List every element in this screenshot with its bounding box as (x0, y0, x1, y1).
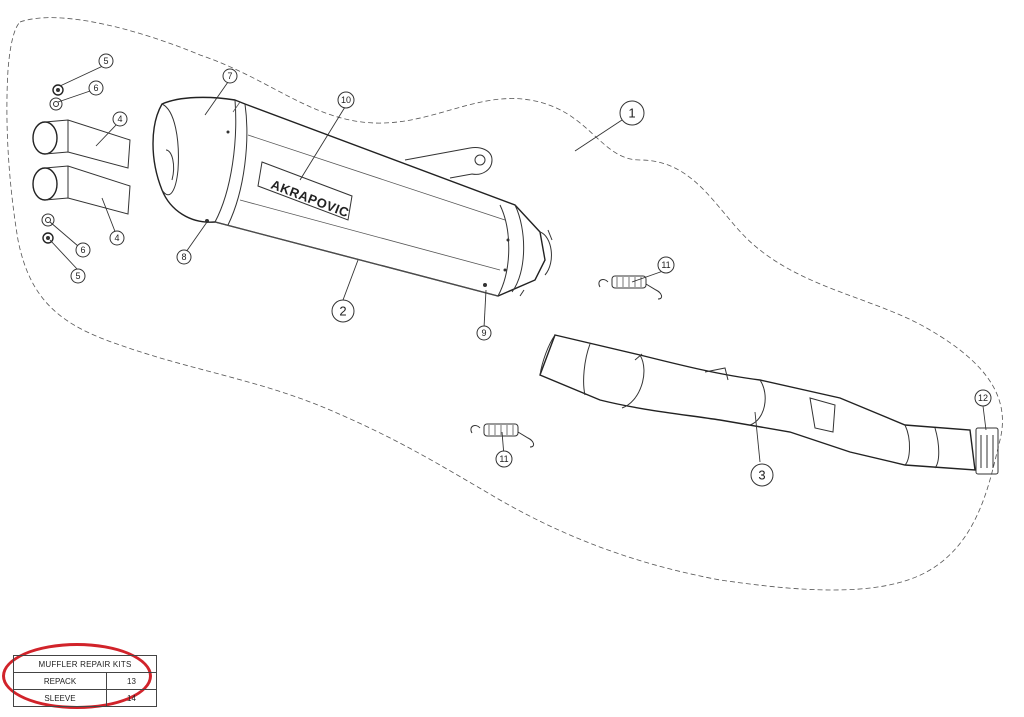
repair-kits-table: MUFFLER REPAIR KITS REPACK 13 SLEEVE 14 (13, 655, 157, 707)
callout-5-upper: 5 (98, 53, 114, 69)
svg-text:2: 2 (339, 304, 346, 319)
svg-text:4: 4 (117, 114, 122, 124)
svg-text:3: 3 (758, 468, 765, 483)
washer-upper (49, 97, 63, 111)
svg-text:4: 4 (114, 233, 119, 243)
repair-kits-title: MUFFLER REPAIR KITS (13, 655, 157, 673)
svg-text:8: 8 (181, 252, 186, 262)
callout-8: 8 (176, 249, 192, 265)
callout-9: 9 (476, 325, 492, 341)
inlet-tube-lower (32, 165, 131, 215)
callout-3: 3 (750, 463, 774, 487)
svg-text:11: 11 (661, 260, 670, 270)
nut-upper (52, 84, 64, 96)
svg-text:7: 7 (227, 71, 232, 81)
repair-kit-number: 13 (106, 672, 157, 690)
callout-11-upper: 11 (657, 256, 675, 274)
callout-4-upper: 4 (112, 111, 128, 127)
link-pipe (539, 334, 976, 471)
washer-lower (41, 213, 55, 227)
svg-text:5: 5 (103, 56, 108, 66)
repair-kit-label: SLEEVE (13, 689, 107, 707)
callout-1: 1 (619, 100, 645, 126)
svg-text:6: 6 (80, 245, 85, 255)
svg-text:11: 11 (499, 454, 508, 464)
callout-6-upper: 6 (88, 80, 104, 96)
callout-11-lower: 11 (495, 450, 513, 468)
repair-kit-label: REPACK (13, 672, 107, 690)
inlet-tube-upper (32, 119, 131, 169)
callout-10: 10 (337, 91, 355, 109)
kit-boundary-outline (6, 17, 1003, 591)
muffler-body (152, 96, 553, 297)
svg-text:5: 5 (75, 271, 80, 281)
repair-kit-number: 14 (106, 689, 157, 707)
brand-logo-text: AKRAPOVIC (269, 177, 352, 221)
svg-text:9: 9 (481, 328, 486, 338)
repair-kit-row: REPACK 13 (13, 672, 157, 690)
svg-text:6: 6 (93, 83, 98, 93)
callout-5-lower: 5 (70, 268, 86, 284)
svg-text:10: 10 (341, 95, 351, 105)
svg-text:12: 12 (978, 393, 988, 403)
clamp-part (975, 427, 999, 475)
spring-upper (598, 275, 663, 300)
callout-12: 12 (974, 389, 992, 407)
callout-4-lower: 4 (109, 230, 125, 246)
repair-kit-row: SLEEVE 14 (13, 689, 157, 707)
callout-7: 7 (222, 68, 238, 84)
svg-text:1: 1 (628, 106, 635, 121)
callout-6-lower: 6 (75, 242, 91, 258)
nut-lower (42, 232, 54, 244)
callout-2: 2 (331, 299, 355, 323)
spring-lower (470, 423, 535, 448)
